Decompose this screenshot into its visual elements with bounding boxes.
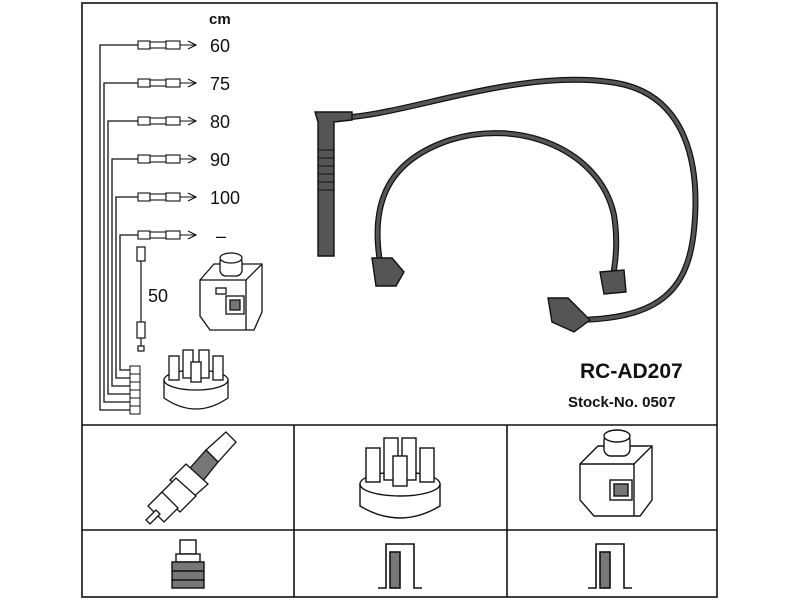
length-label-5: 100 xyxy=(210,188,240,208)
ignition-coil-icon xyxy=(199,252,263,331)
ignition-leads xyxy=(351,76,699,323)
lead-connector-6 xyxy=(137,230,198,240)
extra-length-label: 50 xyxy=(148,286,168,306)
angled-boot-1 xyxy=(371,257,405,287)
length-label-4: 90 xyxy=(210,150,230,170)
lead-connector-4 xyxy=(137,154,198,164)
plug-terminal-icon xyxy=(171,539,205,589)
wire-routing xyxy=(99,44,138,411)
coil-terminal-icon xyxy=(588,543,632,589)
lead-connector-3 xyxy=(137,116,198,126)
lead-connector-5 xyxy=(137,192,198,202)
unit-label: cm xyxy=(209,11,231,28)
angled-boot-2 xyxy=(599,269,627,295)
lead-connector-1 xyxy=(137,40,198,50)
cap-terminals xyxy=(129,365,141,415)
boot-ribs xyxy=(318,149,334,191)
length-label-3: 80 xyxy=(210,112,230,132)
model-number: RC-AD207 xyxy=(580,360,683,383)
outer-border xyxy=(81,2,718,598)
ignition-coil-large-icon xyxy=(579,429,653,517)
lead-connector-2 xyxy=(137,78,198,88)
distributor-cap-large-icon xyxy=(359,437,441,519)
stock-number: Stock-No. 0507 xyxy=(568,394,676,411)
cap-terminal-icon xyxy=(378,543,422,589)
spark-plug-boot xyxy=(314,111,353,257)
frame xyxy=(81,2,718,598)
length-label-1: 60 xyxy=(210,36,230,56)
spark-plug-icon xyxy=(145,431,237,525)
distributor-cap-icon xyxy=(163,349,229,410)
coil-lead xyxy=(136,246,146,352)
lead-connectors xyxy=(137,40,198,240)
length-label-6: – xyxy=(216,226,226,246)
angled-boot-3 xyxy=(547,297,592,333)
lead-boots xyxy=(314,111,627,333)
length-label-2: 75 xyxy=(210,74,230,94)
